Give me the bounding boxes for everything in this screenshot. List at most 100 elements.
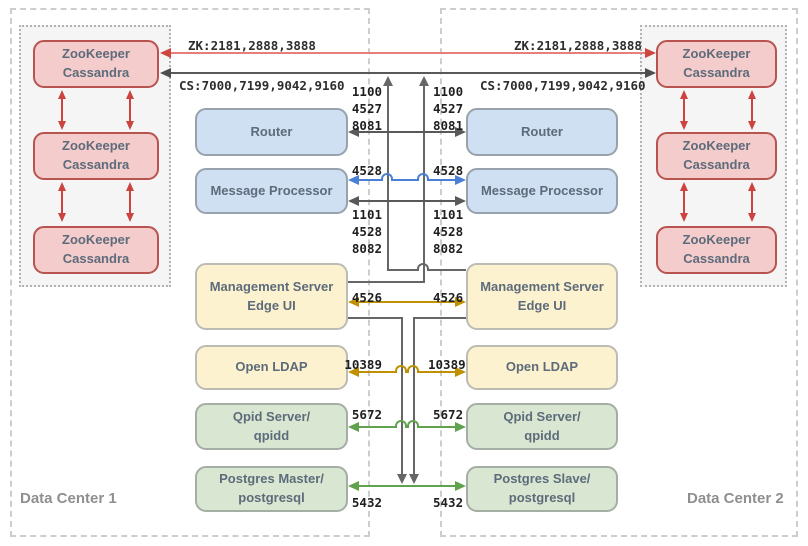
arrowhead-down-icon xyxy=(680,121,688,130)
line-hop-arc xyxy=(417,263,429,271)
port-label-mp-sync-left: 4528 xyxy=(351,163,382,178)
message-processor-box-right: Message Processor xyxy=(466,168,618,214)
arrowhead-up-icon xyxy=(419,76,429,86)
datacenter-1-label: Data Center 1 xyxy=(20,490,117,507)
zookeeper-cassandra-node: ZooKeeper Cassandra xyxy=(33,40,159,88)
zookeeper-cassandra-node: ZooKeeper Cassandra xyxy=(656,40,777,88)
datacenter-2-label: Data Center 2 xyxy=(687,490,784,507)
arrowhead-down-icon xyxy=(397,474,407,484)
port-label-mp-mgmt-right: 1101 4528 8082 xyxy=(433,207,464,256)
zk-replication-link xyxy=(169,52,647,54)
port-label-router-left: 1100 4527 8081 xyxy=(351,84,382,133)
arrowhead-left-icon xyxy=(348,481,359,491)
message-processor-box-left: Message Processor xyxy=(195,168,348,214)
arrowhead-up-icon xyxy=(748,182,756,191)
arrowhead-up-icon xyxy=(680,182,688,191)
arrowhead-right-icon xyxy=(645,48,656,58)
port-label-mp-sync-right: 4528 xyxy=(433,163,464,178)
zookeeper-cassandra-node: ZooKeeper Cassandra xyxy=(656,226,777,274)
arrowhead-down-icon xyxy=(126,213,134,222)
arrowhead-up-icon xyxy=(126,182,134,191)
arrowhead-right-icon xyxy=(455,196,466,206)
datacenter-2-frame xyxy=(440,8,798,537)
cassandra-replication-arrow xyxy=(751,188,753,216)
arrowhead-left-icon xyxy=(348,127,359,137)
zk-ports-label-right: ZK:2181,2888,3888 xyxy=(514,38,642,53)
arrowhead-up-icon xyxy=(126,90,134,99)
arrowhead-down-icon xyxy=(58,121,66,130)
cassandra-replication-arrow xyxy=(129,188,131,216)
qpid-sync-link xyxy=(359,426,395,428)
ms-uplink-left-elbow xyxy=(348,281,425,283)
port-label-postgres-left: 5432 xyxy=(351,495,382,510)
arrowhead-down-icon xyxy=(409,474,419,484)
ldap-sync-link xyxy=(419,371,455,373)
management-server-box-right: Management Server Edge UI xyxy=(466,263,618,330)
arrowhead-left-icon xyxy=(348,422,359,432)
arrowhead-up-icon xyxy=(383,76,393,86)
arrowhead-up-icon xyxy=(58,90,66,99)
cs-ports-label-left: CS:7000,7199,9042,9160 xyxy=(179,78,345,93)
ms-downlink-right xyxy=(413,317,415,474)
zookeeper-cassandra-node: ZooKeeper Cassandra xyxy=(656,132,777,180)
line-hop-arc xyxy=(407,365,419,373)
arrowhead-down-icon xyxy=(126,121,134,130)
arrowhead-up-icon xyxy=(58,182,66,191)
arrowhead-down-icon xyxy=(58,213,66,222)
cs-replication-link xyxy=(169,72,647,74)
port-label-postgres-right: 5432 xyxy=(433,495,464,510)
ldap-sync-link xyxy=(359,371,395,373)
arrowhead-right-icon xyxy=(455,367,466,377)
zookeeper-cassandra-node: ZooKeeper Cassandra xyxy=(33,132,159,180)
postgres-replication-link xyxy=(359,485,455,487)
port-label-qpid-left: 5672 xyxy=(351,407,382,422)
ms-uplink-left xyxy=(423,86,425,283)
ms-uplink-right-elbow xyxy=(429,269,466,271)
line-hop-arc xyxy=(407,420,419,428)
ms-downlink-left-elbow xyxy=(348,317,403,319)
port-label-management-left: 4526 xyxy=(351,290,382,305)
qpid-sync-link xyxy=(419,426,455,428)
router-link xyxy=(359,131,455,133)
port-label-management-right: 4526 xyxy=(433,290,464,305)
line-hop-arc xyxy=(381,173,393,181)
ms-uplink-right-elbow xyxy=(387,269,417,271)
zk-ports-label-left: ZK:2181,2888,3888 xyxy=(188,38,316,53)
cassandra-replication-arrow xyxy=(61,96,63,124)
postgres-slave-box: Postgres Slave/ postgresql xyxy=(466,466,618,512)
ms-downlink-right-elbow xyxy=(413,317,466,319)
line-hop-arc xyxy=(395,365,407,373)
arrowhead-left-icon xyxy=(348,297,359,307)
cassandra-replication-arrow xyxy=(751,96,753,124)
mp-sync-link xyxy=(359,179,381,181)
open-ldap-box-right: Open LDAP xyxy=(466,345,618,390)
datacenter-1-frame xyxy=(10,8,370,537)
cassandra-replication-arrow xyxy=(129,96,131,124)
mp-mgmt-link xyxy=(359,200,455,202)
port-label-ldap-left: 10389 xyxy=(344,357,382,372)
arrowhead-left-icon xyxy=(348,175,359,185)
arrowhead-right-icon xyxy=(455,127,466,137)
mp-sync-link xyxy=(393,179,417,181)
cassandra-replication-arrow xyxy=(683,188,685,216)
arrowhead-left-icon xyxy=(160,48,171,58)
arrowhead-left-icon xyxy=(348,196,359,206)
mp-sync-link xyxy=(429,179,455,181)
port-label-ldap-right: 10389 xyxy=(428,357,466,372)
port-label-router-right: 1100 4527 8081 xyxy=(433,84,464,133)
cs-ports-label-right: CS:7000,7199,9042,9160 xyxy=(480,78,646,93)
arrowhead-down-icon xyxy=(748,213,756,222)
arrowhead-right-icon xyxy=(455,175,466,185)
open-ldap-box-left: Open LDAP xyxy=(195,345,348,390)
postgres-master-box: Postgres Master/ postgresql xyxy=(195,466,348,512)
port-label-qpid-right: 5672 xyxy=(433,407,464,422)
arrowhead-right-icon xyxy=(645,68,656,78)
line-hop-arc xyxy=(395,420,407,428)
arrowhead-down-icon xyxy=(680,213,688,222)
arrowhead-down-icon xyxy=(748,121,756,130)
arrowhead-up-icon xyxy=(748,90,756,99)
zookeeper-cassandra-node: ZooKeeper Cassandra xyxy=(33,226,159,274)
arrowhead-right-icon xyxy=(455,481,466,491)
router-box-left: Router xyxy=(195,108,348,156)
